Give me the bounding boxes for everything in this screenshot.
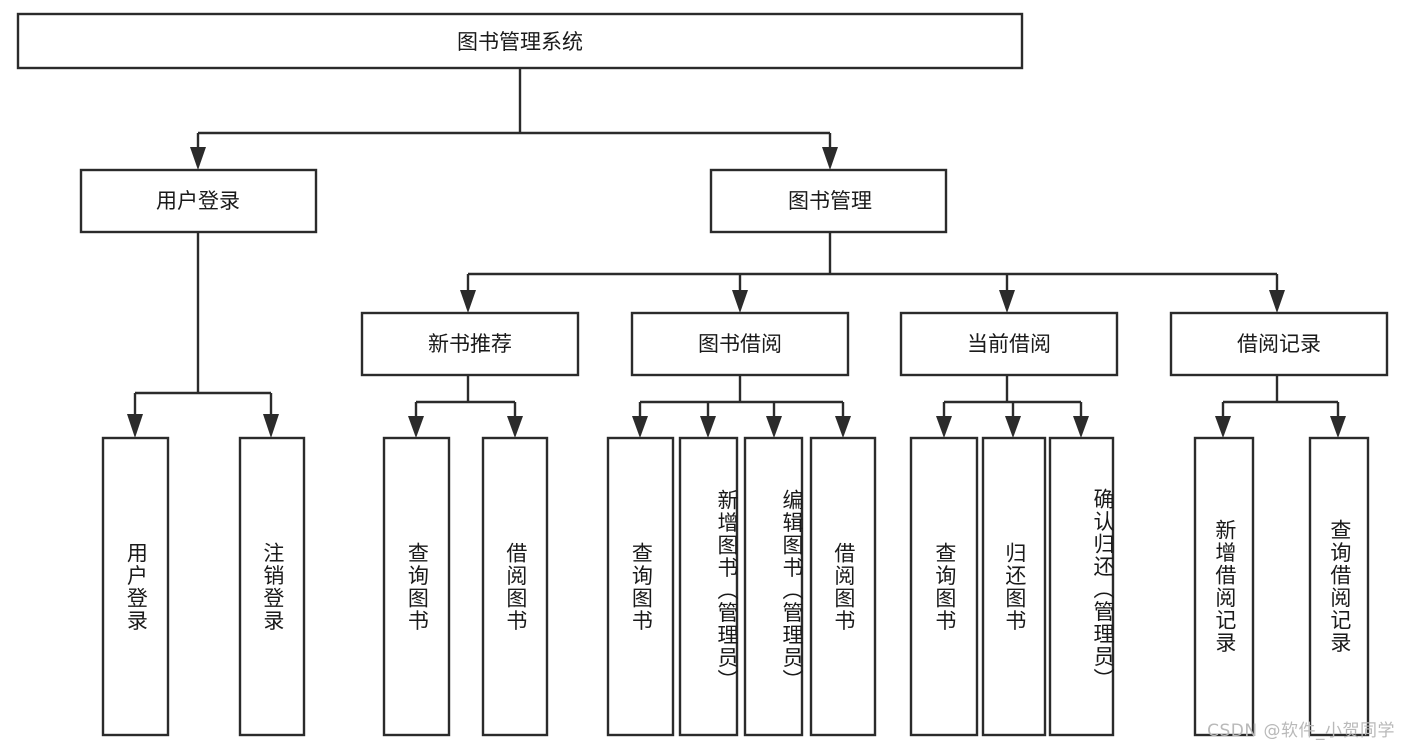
arrow-head-bb-leaf2	[700, 416, 716, 438]
leaf-box-cb-confirm-return-admin[interactable]	[1048, 436, 1115, 737]
node-root-book-management-system[interactable]	[16, 12, 1024, 70]
node-book-borrow[interactable]	[630, 311, 850, 377]
connector-group-root-to-level2	[190, 68, 838, 170]
node-new-book-recommend[interactable]	[360, 311, 580, 377]
arrow-head-new-book	[460, 290, 476, 313]
arrow-head-bb-leaf3	[766, 416, 782, 438]
arrow-head-book-borrow	[732, 290, 748, 313]
leaf-box-bb-edit-book-admin[interactable]	[743, 436, 804, 737]
node-borrow-record[interactable]	[1169, 311, 1389, 377]
arrow-head-cb-leaf1	[936, 416, 952, 438]
connector-group-user-login-children	[127, 232, 279, 438]
leaf-box-nb-borrow-book[interactable]	[481, 436, 549, 737]
leaf-box-br-query-record[interactable]	[1308, 436, 1370, 737]
node-current-borrow-label: 当前借阅	[967, 332, 1051, 356]
csdn-watermark: CSDN @软件_小贺同学	[1207, 721, 1395, 741]
node-borrow-record-label: 借阅记录	[1237, 332, 1321, 356]
arrow-head-current-borrow	[999, 290, 1015, 313]
arrow-head-bb-leaf1	[632, 416, 648, 438]
node-user-login[interactable]	[79, 168, 318, 234]
arrow-head-user-login	[190, 147, 206, 170]
node-book-borrow-label: 图书借阅	[698, 332, 782, 356]
leaf-box-nb-query-book[interactable]	[382, 436, 451, 737]
node-book-management[interactable]	[709, 168, 948, 234]
leaf-box-logout[interactable]	[238, 436, 306, 737]
connector-group-borrow-record-children	[1215, 375, 1346, 438]
leaf-box-bb-borrow-book[interactable]	[809, 436, 877, 737]
leaf-box-cb-query-book[interactable]	[909, 436, 979, 737]
node-user-login-label: 用户登录	[156, 189, 240, 213]
arrow-head-cb-leaf3	[1073, 416, 1089, 438]
node-book-management-label: 图书管理	[788, 189, 872, 213]
arrow-head-nb-leaf2	[507, 416, 523, 438]
connector-group-current-borrow-children	[936, 375, 1089, 438]
node-current-borrow[interactable]	[899, 311, 1119, 377]
arrow-head-book-manage	[822, 147, 838, 170]
node-new-book-recommend-label: 新书推荐	[428, 332, 512, 356]
connector-group-book-borrow-children	[632, 375, 851, 438]
arrow-head-br-leaf2	[1330, 416, 1346, 438]
arrow-head-borrow-record	[1269, 290, 1285, 313]
node-root-label: 图书管理系统	[457, 30, 583, 54]
arrow-head-bb-leaf4	[835, 416, 851, 438]
leaf-box-user-login[interactable]	[101, 436, 170, 737]
arrow-head-cb-leaf2	[1005, 416, 1021, 438]
connector-group-book-manage-children	[460, 232, 1285, 313]
leaf-box-br-add-record[interactable]	[1193, 436, 1255, 737]
arrow-head-nb-leaf1	[408, 416, 424, 438]
leaf-box-bb-query-book[interactable]	[606, 436, 675, 737]
leaf-box-cb-return-book[interactable]	[981, 436, 1047, 737]
arrow-head-br-leaf1	[1215, 416, 1231, 438]
arrow-head-leaf-logout	[263, 414, 279, 438]
leaf-box-bb-add-book-admin[interactable]	[678, 436, 739, 737]
arrow-head-leaf-user-login	[127, 414, 143, 438]
connector-group-new-book-children	[408, 375, 523, 438]
